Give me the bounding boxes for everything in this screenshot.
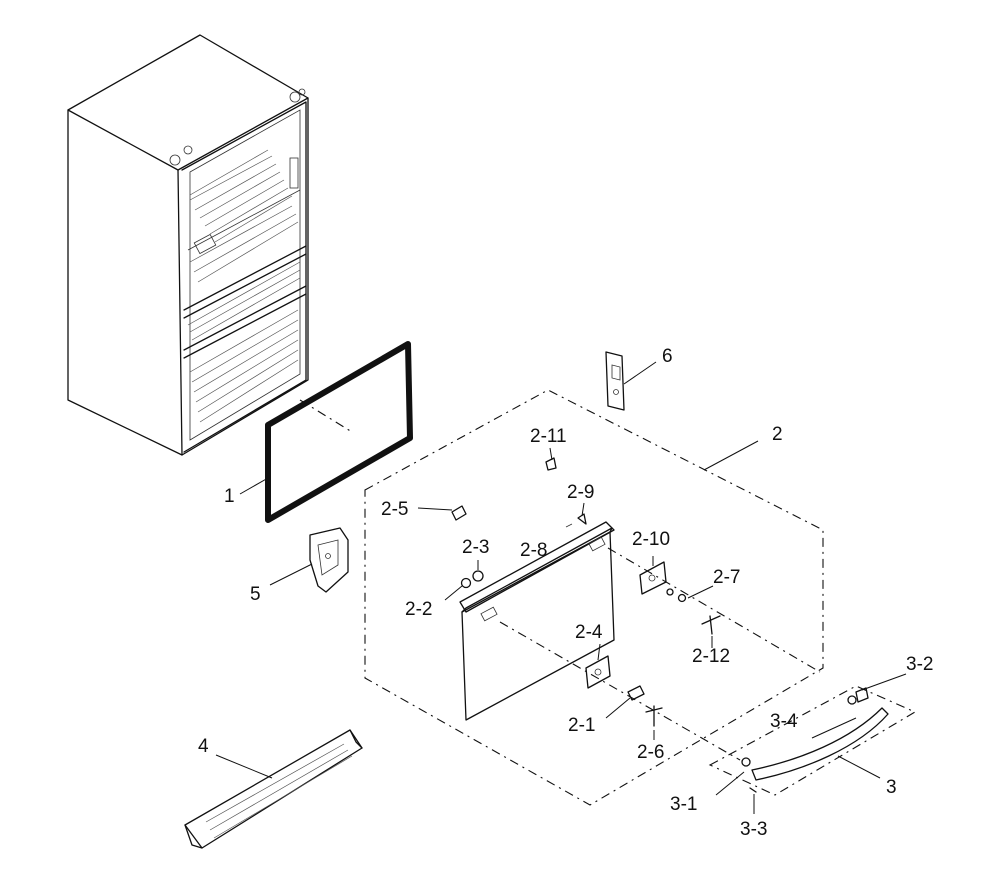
hardware-2-10 (639, 556, 667, 595)
callout-2-8: 2-8 (520, 540, 547, 561)
door-gasket (265, 341, 413, 523)
callout-3-4: 3-4 (770, 711, 798, 732)
door-bin-part-4 (184, 729, 363, 849)
refrigerator-cabinet (67, 34, 309, 456)
callout-6: 6 (662, 346, 673, 367)
callout-2-2: 2-2 (405, 599, 432, 620)
callout-4: 4 (198, 736, 209, 757)
callout-2-7: 2-7 (713, 567, 740, 588)
callout-3-1: 3-1 (670, 794, 697, 815)
hinge-bracket-part-6 (605, 351, 657, 411)
hardware-2-11 (545, 447, 557, 471)
callout-2-10: 2-10 (632, 529, 670, 550)
callout-2-5: 2-5 (381, 499, 408, 520)
callout-3-2: 3-2 (906, 654, 933, 675)
hardware-2-2 (444, 577, 472, 601)
callout-1: 1 (224, 486, 235, 507)
callout-2: 2 (772, 424, 783, 445)
hardware-2-7 (666, 585, 714, 603)
callout-2-12: 2-12 (692, 646, 730, 667)
hardware-2-8 (565, 523, 573, 528)
door-assembly-boundary (364, 389, 824, 806)
hardware-2-4 (585, 643, 611, 689)
callout-5: 5 (250, 584, 261, 605)
callout-2-4: 2-4 (575, 622, 603, 643)
bracket-part-5 (269, 527, 349, 593)
callout-3: 3 (886, 777, 897, 798)
door-handle (715, 673, 907, 814)
hardware-2-12 (701, 615, 721, 648)
callout-3-3: 3-3 (740, 819, 767, 840)
hardware-2-9 (577, 502, 587, 525)
callout-2-11: 2-11 (530, 426, 567, 447)
hardware-2-6 (645, 705, 663, 740)
callout-2-6: 2-6 (637, 742, 664, 763)
hardware-2-1 (605, 685, 645, 719)
callout-2-3: 2-3 (462, 537, 489, 558)
hardware-2-3 (472, 560, 484, 582)
callout-2-9: 2-9 (567, 482, 594, 503)
hardware-2-5 (417, 505, 467, 521)
handle-assembly-boundary (708, 685, 917, 796)
callout-2-1: 2-1 (568, 715, 595, 736)
door-panel (459, 521, 821, 761)
